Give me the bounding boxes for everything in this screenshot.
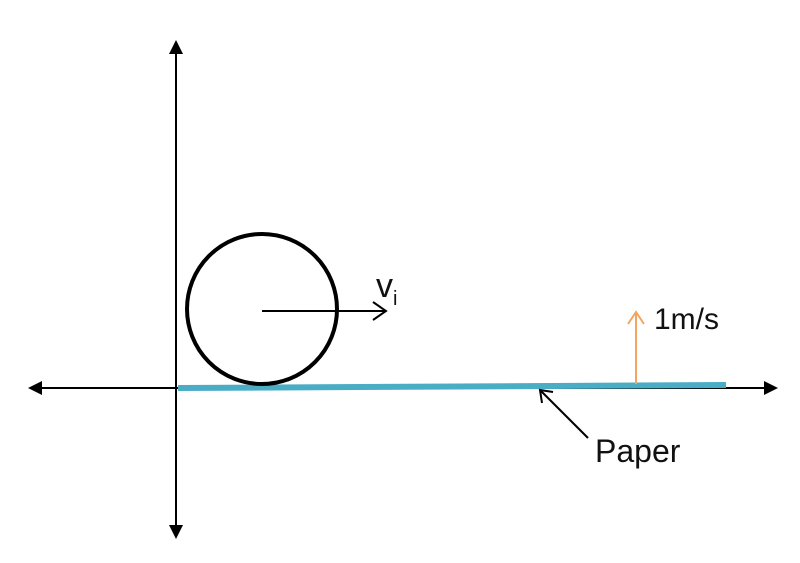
- y-axis-top-arrowhead-icon: [169, 40, 183, 54]
- right-arrow-head-icon: [372, 301, 388, 321]
- pointer-arrow-icon: [539, 389, 589, 439]
- y-axis-bottom-arrowhead-icon: [169, 525, 183, 539]
- x-axis-left-arrowhead-icon: [28, 381, 42, 395]
- velocity-label: vi: [376, 267, 397, 310]
- velocity-subscript: i: [393, 288, 397, 310]
- x-axis-right-arrowhead-icon: [764, 381, 778, 395]
- velocity-symbol: v: [376, 267, 393, 305]
- up-arrow-head-icon: [627, 310, 645, 325]
- ball: [185, 232, 339, 386]
- pointer-arrow-head-icon: [538, 388, 554, 404]
- ball-velocity-arrow: [262, 301, 388, 321]
- paper-speed-label: 1m/s: [654, 303, 719, 336]
- paper-velocity-arrow: [627, 310, 645, 384]
- paper-label: Paper: [595, 433, 681, 469]
- paper-strip: [177, 382, 727, 391]
- paper-pointer: [538, 388, 589, 439]
